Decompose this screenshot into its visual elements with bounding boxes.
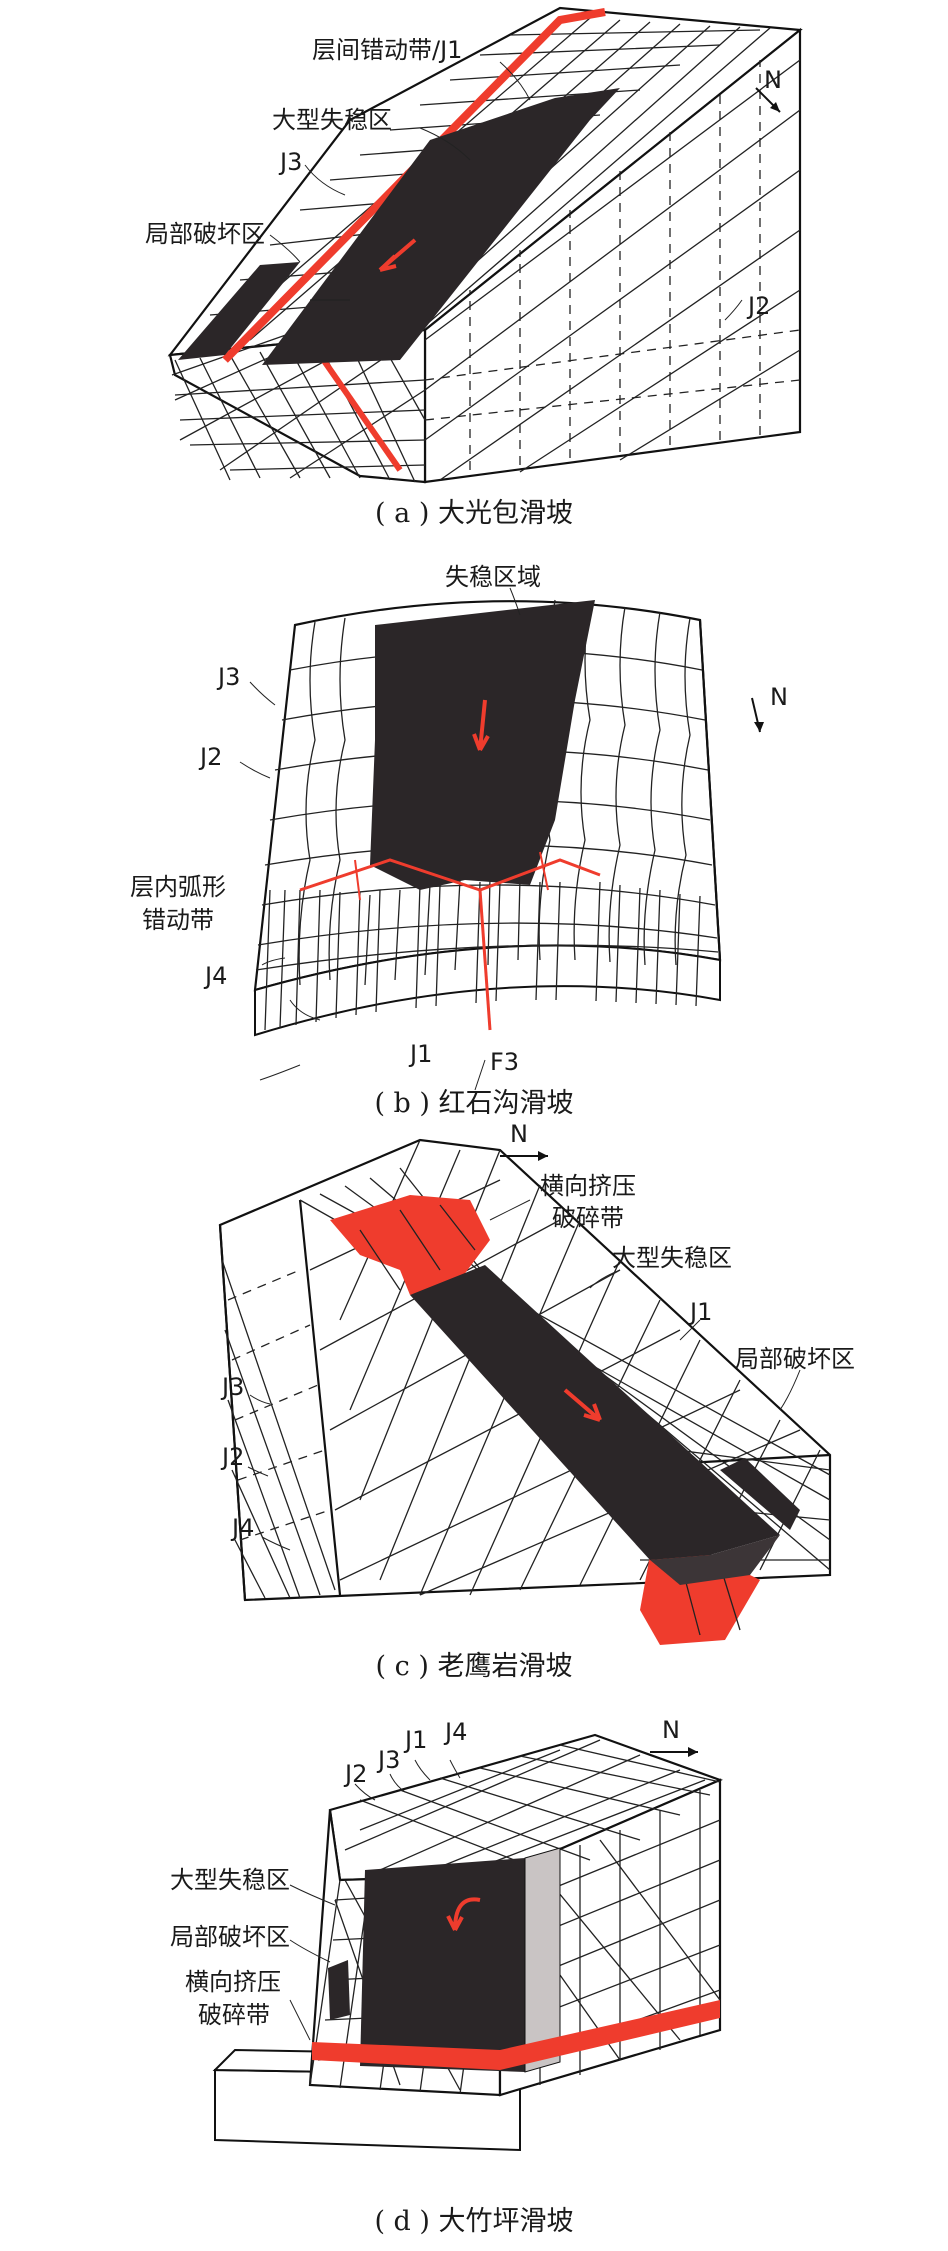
slide-direction-arrow-icon — [563, 1388, 602, 1422]
label-d-2: J2 — [343, 1760, 367, 1788]
label-c-4: 局部破坏区 — [735, 1345, 855, 1373]
label-c-6: J2 — [220, 1443, 244, 1471]
slide-direction-arrow-icon — [378, 238, 417, 272]
crush-zone-d — [312, 2000, 720, 2070]
slide-direction-arrow-icon — [472, 699, 490, 751]
label-c-5: J3 — [220, 1373, 244, 1401]
label-a-1: 大型失稳区 — [272, 106, 392, 134]
label-c-2: 大型失稳区 — [612, 1244, 732, 1272]
label-b-0: 失稳区域 — [445, 563, 541, 591]
label-d-0: J1 — [403, 1726, 427, 1754]
north-label-a: N — [764, 66, 782, 94]
local-failure-zone-a — [178, 262, 300, 360]
label-d-4: 大型失稳区 — [170, 1866, 290, 1894]
local-failure-zone-c — [720, 1458, 800, 1530]
local-failure-zone-d — [328, 1960, 350, 2020]
label-b-3: 层内弧形 — [130, 873, 226, 901]
panel-d: N J1 J4 J2 J3 大型失稳区 局部破坏区 横向挤压 破碎带 ( d )… — [170, 1716, 723, 2237]
panel-a: N 层间错动带/J1 大型失稳区 J3 局部破坏区 J2 ( a ) 大光包滑坡 — [145, 6, 803, 529]
panel-b: N 失稳区域 J3 J2 层内弧形 错动带 J4 J1 F3 ( b ) 红石沟… — [130, 563, 788, 1119]
north-arrow-icon — [500, 1151, 548, 1161]
north-label-b: N — [770, 683, 788, 711]
label-b-2: J2 — [198, 743, 222, 771]
label-d-3: J3 — [376, 1746, 400, 1774]
north-arrow-icon — [650, 1747, 698, 1757]
large-failure-zone-d — [360, 1858, 525, 2072]
label-b-7: F3 — [490, 1048, 519, 1076]
caption-b: ( b ) 红石沟滑坡 — [374, 1088, 573, 1119]
label-a-2: J3 — [278, 148, 302, 176]
label-b-1: J3 — [216, 663, 240, 691]
large-failure-zone-a — [262, 88, 620, 365]
slide-direction-arrow-icon — [446, 1897, 481, 1931]
label-c-3: J1 — [688, 1298, 712, 1326]
large-failure-zone-c — [410, 1265, 780, 1560]
caption-d: ( d ) 大竹坪滑坡 — [374, 2206, 573, 2237]
label-c-1: 破碎带 — [552, 1204, 624, 1232]
caption-a: ( a ) 大光包滑坡 — [375, 498, 573, 529]
caption-c: ( c ) 老鹰岩滑坡 — [376, 1651, 573, 1682]
block-diagram-d: N — [212, 1716, 723, 2152]
block-diagram-c: N — [218, 1120, 832, 1645]
label-c-0: 横向挤压 — [540, 1172, 636, 1200]
label-d-6: 横向挤压 — [185, 1968, 281, 1996]
north-arrow-icon — [755, 87, 781, 113]
north-arrow-icon — [751, 697, 764, 733]
label-b-6: J1 — [408, 1040, 432, 1068]
label-d-1: J4 — [443, 1718, 467, 1746]
label-b-4: 错动带 — [142, 906, 214, 934]
north-label-c: N — [510, 1120, 528, 1148]
crush-zone-top-c — [330, 1195, 490, 1295]
label-d-7: 破碎带 — [198, 2001, 270, 2029]
block-diagram-a: N — [167, 6, 803, 484]
label-a-0: 层间错动带/J1 — [312, 36, 462, 64]
label-a-4: J2 — [746, 292, 770, 320]
north-label-d: N — [662, 1716, 680, 1744]
label-b-5: J4 — [203, 962, 227, 990]
label-a-3: 局部破坏区 — [145, 220, 265, 248]
panel-c: N 横向挤压 破碎带 大型失稳区 J1 局部破坏区 J3 J2 J4 ( c )… — [218, 1120, 855, 1682]
block-diagram-b: N — [253, 599, 788, 1037]
label-c-7: J4 — [230, 1514, 254, 1542]
label-d-5: 局部破坏区 — [170, 1923, 290, 1951]
